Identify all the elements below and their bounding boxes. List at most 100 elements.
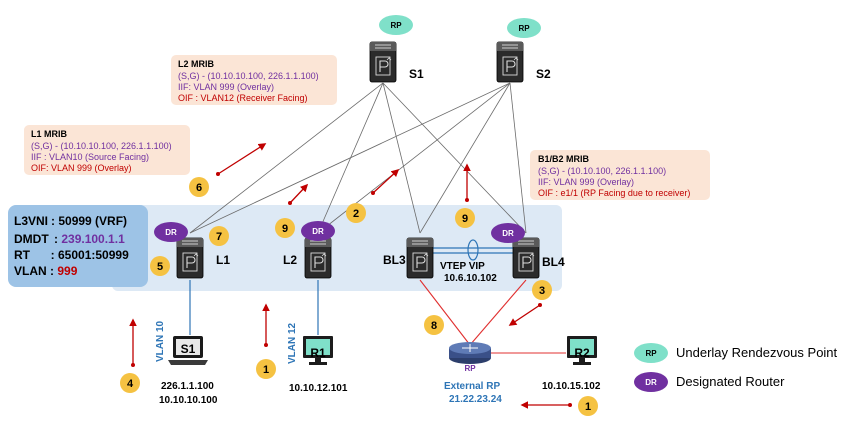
l2-mrib-iif: IIF: VLAN 999 (Overlay) bbox=[178, 82, 274, 92]
svg-text:RT: 65001:50999: RT: 65001:50999 bbox=[14, 248, 129, 262]
svg-text:DR: DR bbox=[165, 228, 177, 237]
l1-mrib-sg: (S,G) - (10.10.10.100, 226.1.1.100) bbox=[31, 141, 172, 151]
step-badge-number: 3 bbox=[539, 285, 545, 297]
host-r1-monitor[interactable]: R1 bbox=[303, 336, 333, 365]
l1-mrib-title: L1 MRIB bbox=[31, 129, 68, 139]
rp-tag-s1: RP bbox=[379, 15, 413, 35]
legend-rp-text: Underlay Rendezvous Point bbox=[676, 345, 838, 360]
step-badge-number: 6 bbox=[196, 182, 202, 194]
host-s1-ip2: 10.10.10.100 bbox=[159, 395, 218, 406]
step-badge: 4 bbox=[120, 373, 140, 393]
leaf-bl4-label: BL4 bbox=[542, 255, 565, 269]
l2-mrib-box: L2 MRIB (S,G) - (10.10.10.100, 226.1.1.1… bbox=[171, 55, 337, 105]
l1-mrib-box: L1 MRIB (S,G) - (10.10.10.100, 226.1.1.1… bbox=[24, 125, 190, 175]
leaf-bl3-label: BL3 bbox=[383, 253, 406, 267]
external-rp-router[interactable]: RP bbox=[449, 342, 491, 373]
step-badge-number: 1 bbox=[585, 401, 591, 413]
spine-s2[interactable]: S2 bbox=[496, 41, 551, 83]
legend-rp-tag: RP bbox=[645, 349, 657, 358]
host-s1-label: S1 bbox=[181, 342, 196, 356]
bl-mrib-title: B1/B2 MRIB bbox=[538, 154, 590, 164]
host-r2-label: R2 bbox=[574, 346, 590, 360]
leaf-l1-label: L1 bbox=[216, 253, 230, 267]
step-badge-number: 7 bbox=[216, 231, 222, 243]
step-badge-number: 8 bbox=[431, 320, 437, 332]
fabric-band bbox=[112, 205, 562, 291]
spine-s1[interactable]: S1 bbox=[369, 41, 424, 83]
vni-info-box: L3VNI: 50999 (VRF) DMDT : 239.100.1.1 RT… bbox=[8, 205, 148, 287]
svg-text:DR: DR bbox=[312, 227, 324, 236]
step-badge: 5 bbox=[150, 256, 170, 276]
svg-text:DR: DR bbox=[502, 229, 514, 238]
host-r1-label: R1 bbox=[310, 346, 326, 360]
vtep-vip-label: VTEP VIP bbox=[440, 261, 485, 272]
host-s1-laptop[interactable]: S1 bbox=[168, 336, 208, 365]
l1-mrib-oif: OIF: VLAN 999 (Overlay) bbox=[31, 163, 132, 173]
l2-mrib-sg: (S,G) - (10.10.10.100, 226.1.1.100) bbox=[178, 71, 319, 81]
dr-tag-bl4: DR bbox=[491, 223, 525, 243]
bl-mrib-oif: OIF : e1/1 (RP Facing due to receiver) bbox=[538, 188, 690, 198]
bl-mrib-iif: IIF: VLAN 999 (Overlay) bbox=[538, 177, 634, 187]
legend: RP Underlay Rendezvous Point DR Designat… bbox=[634, 343, 838, 392]
l2-mrib-title: L2 MRIB bbox=[178, 59, 215, 69]
step-badge: 1 bbox=[578, 396, 598, 416]
svg-text:VLAN : 999: VLAN : 999 bbox=[14, 264, 78, 278]
flow-arrows bbox=[129, 143, 570, 409]
step-badge-number: 5 bbox=[157, 261, 163, 273]
bl-mrib-box: B1/B2 MRIB (S,G) - (10.10.100, 226.1.1.1… bbox=[530, 150, 710, 200]
step-badge-number: 9 bbox=[282, 223, 288, 235]
vtep-vip-ip: 10.6.10.102 bbox=[444, 273, 497, 284]
step-badge-number: 1 bbox=[263, 364, 269, 376]
host-s1-ip1: 226.1.1.100 bbox=[161, 381, 214, 392]
rt-value: : 65001:50999 bbox=[51, 248, 129, 262]
spine-s1-label: S1 bbox=[409, 67, 424, 81]
dr-tag-l1: DR bbox=[154, 222, 188, 242]
vlan12-label: VLAN 12 bbox=[287, 322, 298, 364]
step-badge: 2 bbox=[346, 203, 366, 223]
external-rp-ip: 21.22.23.24 bbox=[449, 394, 502, 405]
link-bl3-rp bbox=[419, 279, 471, 346]
step-badge-number: 4 bbox=[127, 378, 134, 390]
vlan-value: 999 bbox=[57, 264, 77, 278]
leaf-l1[interactable]: L1 bbox=[176, 237, 230, 279]
bl-mrib-sg: (S,G) - (10.10.100, 226.1.1.100) bbox=[538, 166, 666, 176]
dmdt-value: 239.100.1.1 bbox=[61, 232, 125, 246]
svg-text:RP: RP bbox=[390, 21, 402, 30]
legend-dr-text: Designated Router bbox=[676, 374, 785, 389]
svg-text:L3VNI: 50999 (VRF): L3VNI: 50999 (VRF) bbox=[14, 214, 127, 228]
link-bl4-rp bbox=[469, 279, 527, 346]
vlan-key: VLAN bbox=[14, 264, 47, 278]
step-badge: 6 bbox=[189, 177, 209, 197]
l2-mrib-oif: OIF : VLAN12 (Receiver Facing) bbox=[178, 93, 308, 103]
leaf-l2-label: L2 bbox=[283, 253, 297, 267]
step-badge-number: 2 bbox=[353, 208, 359, 220]
dmdt-key: DMDT bbox=[14, 232, 49, 246]
host-r2-monitor[interactable]: R2 bbox=[567, 336, 597, 365]
svg-text:RP: RP bbox=[518, 24, 530, 33]
l3vni-value: : 50999 (VRF) bbox=[51, 214, 127, 228]
l1-mrib-iif: IIF : VLAN10 (Source Facing) bbox=[31, 152, 149, 162]
step-badge: 3 bbox=[532, 280, 552, 300]
svg-text:DMDT : 239.100.1.1: DMDT : 239.100.1.1 bbox=[14, 232, 125, 246]
leaf-bl4[interactable]: BL4 bbox=[512, 237, 565, 279]
external-rp-label: External RP bbox=[444, 381, 500, 392]
dr-tag-l2: DR bbox=[301, 221, 335, 241]
l3vni-key: L3VNI bbox=[14, 214, 48, 228]
rp-tag-s2: RP bbox=[507, 18, 541, 38]
host-r1-ip: 10.10.12.101 bbox=[289, 383, 348, 394]
spine-s2-label: S2 bbox=[536, 67, 551, 81]
step-badge: 1 bbox=[256, 359, 276, 379]
step-badge-number: 9 bbox=[462, 213, 468, 225]
host-r2-ip: 10.10.15.102 bbox=[542, 381, 601, 392]
vlan10-label: VLAN 10 bbox=[155, 320, 166, 362]
step-badge: 9 bbox=[275, 218, 295, 238]
step-badge: 7 bbox=[209, 226, 229, 246]
spine-leaf-links bbox=[189, 82, 527, 234]
step-badge: 9 bbox=[455, 208, 475, 228]
step-badge: 8 bbox=[424, 315, 444, 335]
leaf-l2[interactable]: L2 bbox=[283, 237, 332, 279]
step-badges: 6 7 5 9 2 9 3 8 1 4 1 bbox=[120, 177, 598, 416]
leaf-bl3[interactable]: BL3 bbox=[383, 237, 434, 279]
vtep-vip-ring bbox=[467, 239, 479, 261]
